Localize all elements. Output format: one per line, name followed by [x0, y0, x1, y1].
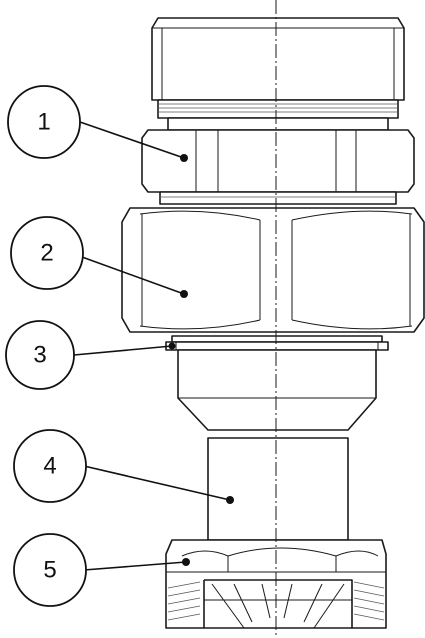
leader-dot-4	[226, 496, 234, 504]
leader-dot-1	[180, 154, 188, 162]
leader-dot-5	[182, 558, 190, 566]
leader-dot-2	[180, 290, 188, 298]
part-3-washer	[165, 335, 389, 351]
leader-dot-3	[168, 342, 176, 350]
callout-number-1: 1	[37, 109, 50, 136]
callout-bubble-1	[7, 85, 81, 159]
callout-bubble-5	[13, 533, 87, 607]
leader-line-4	[83, 465, 231, 501]
callout-number-2: 2	[40, 240, 53, 267]
callout-number-4: 4	[43, 453, 56, 480]
callout-number-5: 5	[43, 557, 56, 584]
callout-3: 3	[5, 320, 176, 390]
leader-line-3	[73, 345, 173, 356]
top-threaded-body	[151, 17, 405, 131]
callout-5: 5	[13, 533, 190, 607]
part-1-upper-nut	[141, 129, 415, 205]
leader-line-5	[83, 561, 187, 571]
callout-number-3: 3	[33, 342, 46, 369]
callout-1: 1	[7, 85, 188, 162]
part-4-tube	[177, 349, 377, 541]
callout-bubble-3	[5, 320, 75, 390]
callout-2: 2	[10, 216, 188, 298]
callout-bubble-2	[10, 216, 84, 290]
leader-line-2	[81, 256, 185, 295]
leader-line-1	[79, 121, 185, 159]
callout-bubble-4	[13, 429, 87, 503]
part-2-hex-nut	[121, 207, 425, 333]
callout-4: 4	[13, 429, 234, 504]
